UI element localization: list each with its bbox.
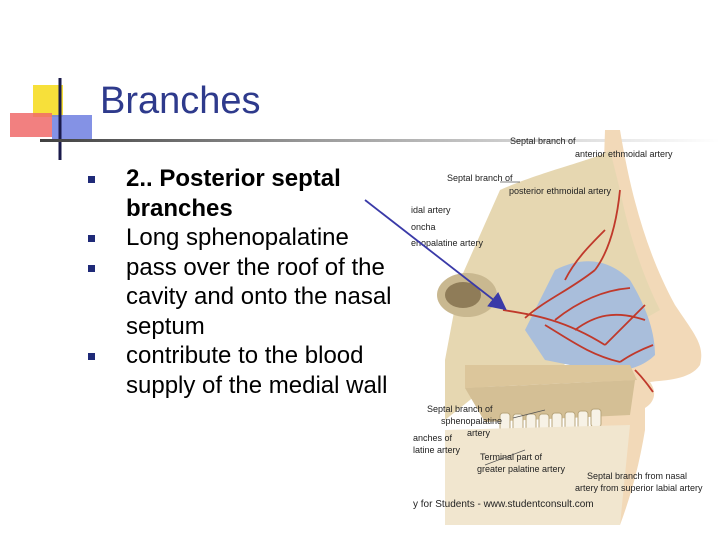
- bullet-item: Long sphenopalatine: [88, 223, 418, 253]
- label-septal-branch-of: Septal branch of: [447, 173, 513, 183]
- label-septal-spheno-3: artery: [467, 428, 491, 438]
- bullet-list: 2.. Posterior septal branches Long sphen…: [88, 164, 418, 400]
- label-branches-of-2: latine artery: [413, 445, 461, 455]
- bullet-square-icon: [88, 264, 95, 272]
- bullet-text: contribute to the blood supply of the me…: [126, 342, 388, 399]
- bullet-square-icon: [88, 176, 95, 183]
- label-left-2: oncha: [411, 222, 436, 232]
- source-footer: y for Students - www.studentconsult.com: [413, 499, 594, 510]
- slide-title: Branches: [100, 80, 261, 122]
- bullet-text: Long sphenopalatine: [126, 224, 349, 251]
- label-branches-of-1: anches of: [413, 433, 453, 443]
- title-divider: [40, 139, 720, 142]
- label-anterior-ethmoidal: anterior ethmoidal artery: [575, 149, 673, 159]
- label-left-3: enopalatine artery: [411, 238, 484, 248]
- label-septal-nasal-1: Septal branch from nasal: [587, 471, 688, 481]
- label-top-cut: Septal branch of: [510, 136, 576, 146]
- label-posterior-ethmoidal: posterior ethmoidal artery: [509, 186, 612, 196]
- label-septal-nasal-2: artery from superior labial artery: [575, 483, 703, 493]
- label-terminal-1: Terminal part of: [480, 452, 543, 462]
- label-left-1: idal artery: [411, 205, 451, 215]
- bullet-item: contribute to the blood supply of the me…: [88, 341, 418, 400]
- label-septal-spheno-2: sphenopalatine: [441, 416, 503, 426]
- label-terminal-2: greater palatine artery: [477, 464, 566, 474]
- bullet-text: pass over the roof of the cavity and ont…: [126, 253, 392, 340]
- bullet-item: pass over the roof of the cavity and ont…: [88, 253, 418, 342]
- bullet-square-icon: [88, 353, 95, 360]
- bullet-square-icon: [88, 235, 95, 242]
- nasal-septum-illustration: Septal branch of anterior ethmoidal arte…: [405, 130, 720, 525]
- illustration-drawing: [437, 130, 702, 525]
- label-septal-spheno-1: Septal branch of: [427, 404, 493, 414]
- bullet-item: 2.. Posterior septal branches: [88, 164, 418, 223]
- bullet-text: 2.. Posterior septal branches: [126, 165, 341, 222]
